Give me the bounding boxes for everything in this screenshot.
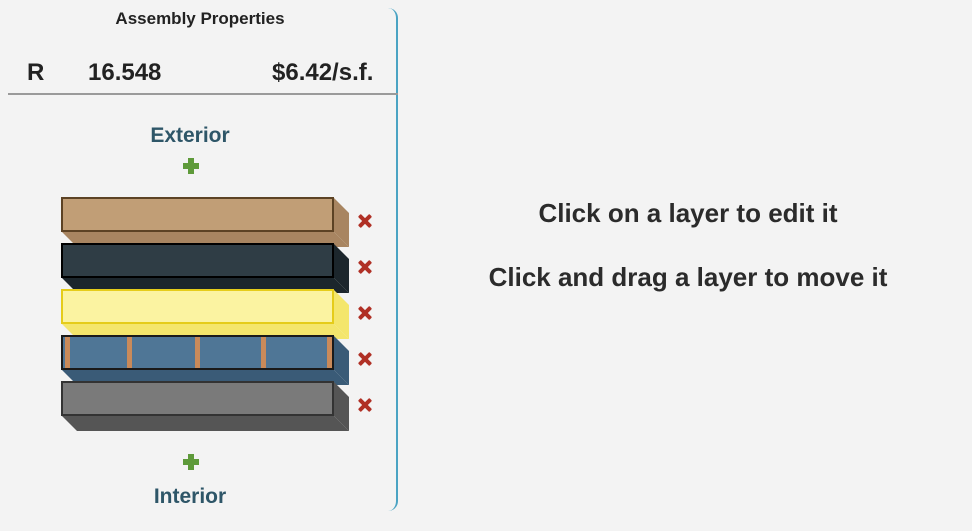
assembly-panel: Assembly Properties R 16.548 $6.42/s.f. … bbox=[0, 0, 400, 531]
panel-title: Assembly Properties bbox=[115, 9, 285, 28]
layer-1[interactable] bbox=[61, 197, 351, 247]
layer-2[interactable] bbox=[61, 243, 351, 293]
panel-border bbox=[388, 8, 398, 511]
layer-4[interactable] bbox=[61, 335, 351, 385]
layer-3[interactable] bbox=[61, 289, 351, 339]
layer-5[interactable] bbox=[61, 381, 351, 431]
cost-per-sf: $6.42/s.f. bbox=[272, 59, 374, 86]
r-label: R bbox=[27, 59, 45, 86]
hint-edit-layer: Click on a layer to edit it bbox=[538, 198, 838, 228]
hint-move-layer: Click and drag a layer to move it bbox=[488, 262, 888, 292]
delete-layer-3-close-icon[interactable] bbox=[357, 305, 373, 321]
delete-layer-1-close-icon[interactable] bbox=[357, 213, 373, 229]
divider bbox=[8, 93, 398, 95]
add-interior-layer-plus-icon[interactable] bbox=[182, 453, 200, 471]
delete-layer-5-close-icon[interactable] bbox=[357, 397, 373, 413]
exterior-label: Exterior bbox=[150, 124, 230, 147]
add-exterior-layer-plus-icon[interactable] bbox=[182, 157, 200, 175]
interior-label: Interior bbox=[153, 485, 227, 508]
r-value: 16.548 bbox=[88, 59, 162, 86]
delete-layer-2-close-icon[interactable] bbox=[357, 259, 373, 275]
delete-layer-4-close-icon[interactable] bbox=[357, 351, 373, 367]
